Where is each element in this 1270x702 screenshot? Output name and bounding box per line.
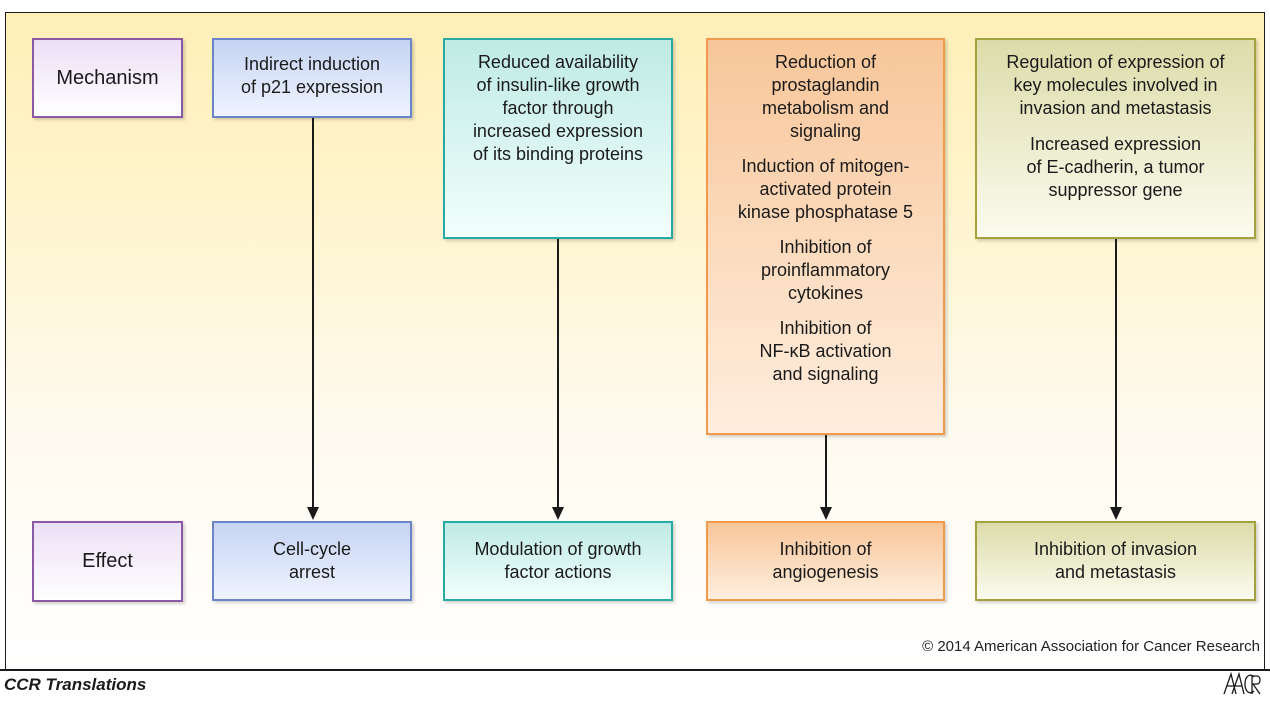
arrow-col1-line — [312, 118, 314, 508]
mechanism-paragraph: Reduction of prostaglandin metabolism an… — [761, 52, 890, 141]
mechanism-paragraph: Regulation of expression of key molecule… — [1006, 52, 1225, 118]
arrow-col4-head — [1110, 507, 1122, 520]
arrow-col2-head — [552, 507, 564, 520]
arrow-col1-head — [307, 507, 319, 520]
effect-label: Effect — [82, 550, 133, 572]
arrow-col2-line — [557, 239, 559, 508]
effect-label-box: Effect — [32, 521, 183, 602]
arrow-col3-head — [820, 507, 832, 520]
mechanism-paragraph: Inhibition of proinflammatory cytokines — [760, 237, 891, 303]
footer-journal-name: CCR Translations — [4, 675, 147, 694]
copyright-text: © 2014 American Association for Cancer R… — [922, 638, 1260, 655]
mechanism-text: Reduced availability of insulin-like gro… — [472, 52, 644, 164]
arrow-col3-line — [825, 435, 827, 508]
mechanism-box-prostaglandin: Reduction of prostaglandin metabolism an… — [706, 38, 945, 435]
aacr-logo — [1222, 671, 1262, 702]
mechanism-label-box: Mechanism — [32, 38, 183, 118]
mechanism-label: Mechanism — [56, 66, 159, 89]
mechanism-box-metastasis: Regulation of expression of key molecule… — [975, 38, 1256, 239]
mechanism-paragraph: Increased expression of E-cadherin, a tu… — [1026, 134, 1205, 200]
mechanism-box-igf: Reduced availability of insulin-like gro… — [443, 38, 673, 239]
arrow-col4-line — [1115, 239, 1117, 508]
mechanism-paragraph: Inhibition of NF-κB activation and signa… — [759, 318, 892, 384]
footer-divider — [0, 669, 1270, 671]
mechanism-paragraph: Induction of mitogen- activated protein … — [737, 156, 914, 222]
